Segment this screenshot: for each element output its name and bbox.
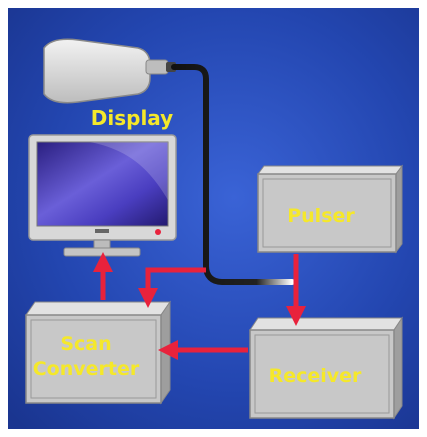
pulser-box <box>257 164 403 254</box>
scan-converter-label-line1: Scan <box>60 333 111 355</box>
probe-cable <box>171 64 295 285</box>
scan-converter-box <box>25 300 171 405</box>
receiver-label: Receiver <box>269 365 362 387</box>
display-monitor <box>28 134 177 257</box>
pulser-label: Pulser <box>287 205 355 227</box>
power-led <box>155 229 161 235</box>
receiver-box <box>249 316 403 420</box>
scan-converter-label-line2: Converter <box>33 358 140 380</box>
arrow-display-to-scan-converter <box>138 267 206 308</box>
display-label: Display <box>91 106 173 130</box>
